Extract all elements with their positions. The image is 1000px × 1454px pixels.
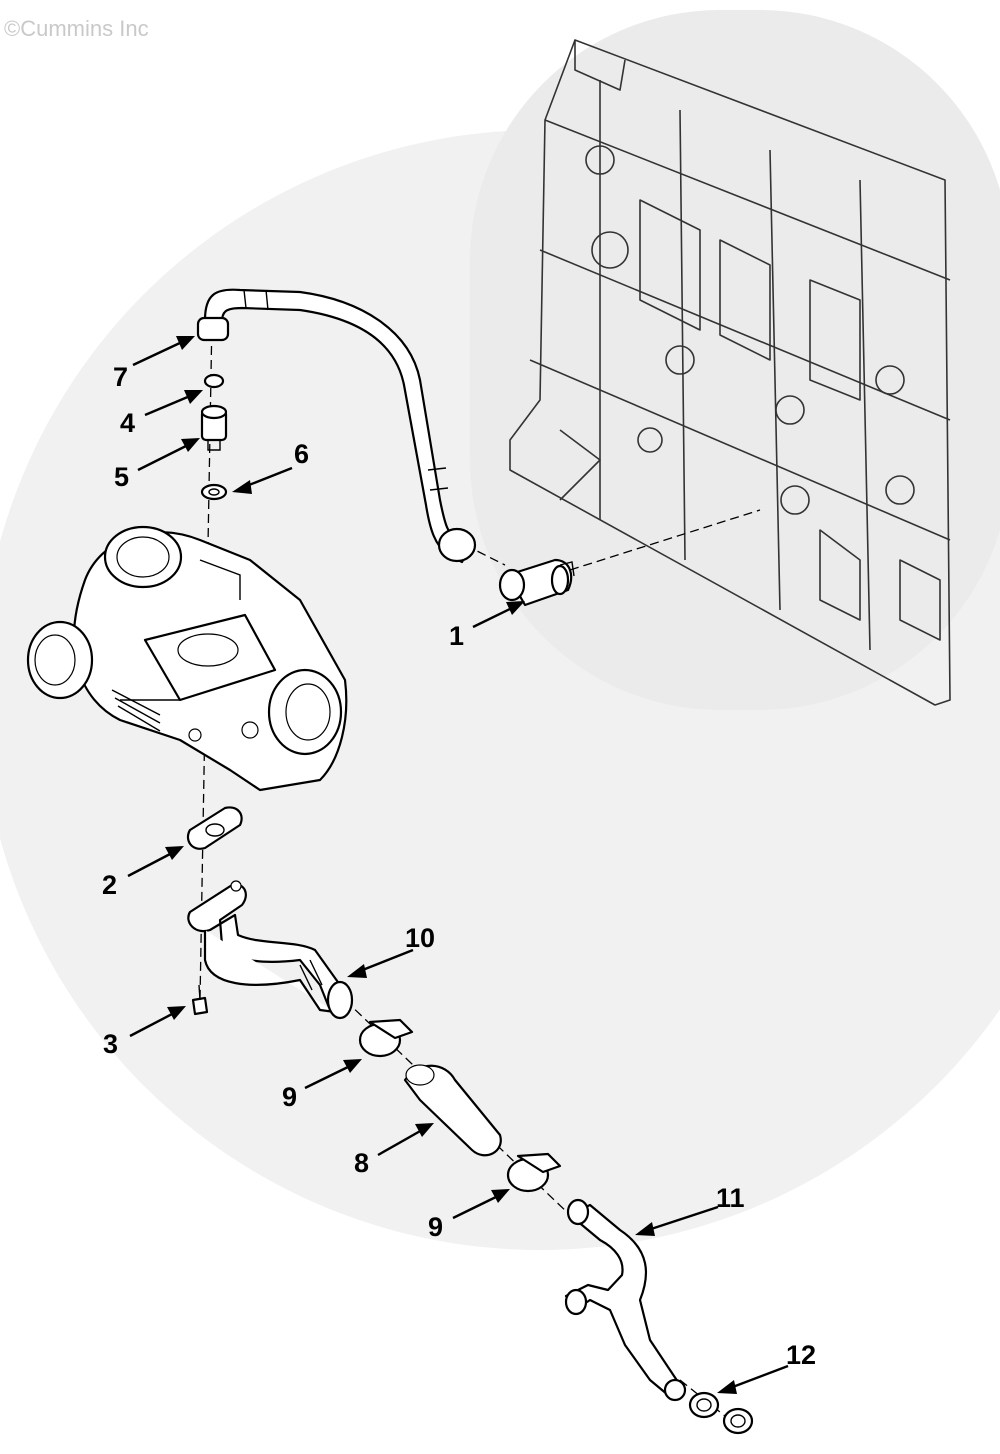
callout-9-upper: 9 (282, 1082, 298, 1112)
callout-11: 11 (716, 1183, 745, 1213)
callout-12: 12 (786, 1340, 817, 1370)
part-6-washer (200, 483, 228, 501)
part-12-seals (688, 1391, 754, 1435)
part-1-fitting (498, 558, 575, 607)
part-8-hose (403, 1064, 502, 1157)
part-5-adapter (200, 404, 228, 451)
engine-block (509, 39, 951, 706)
part-9-clamp-upper (358, 1018, 414, 1058)
callout-9-lower: 9 (428, 1212, 444, 1242)
callout-1: 1 (449, 621, 465, 651)
part-2-gasket (186, 806, 243, 850)
callout-3: 3 (103, 1029, 119, 1059)
part-3-bolt (191, 984, 209, 1016)
part-11-tube (564, 1198, 687, 1402)
callout-8: 8 (354, 1148, 370, 1178)
turbocharger (26, 525, 348, 792)
copyright-text: ©Cummins Inc (4, 16, 149, 41)
part-9-clamp-lower (506, 1152, 562, 1193)
part-4-o-ring (203, 373, 225, 389)
callout-4: 4 (120, 408, 136, 438)
centerline-block (569, 509, 761, 571)
callout-2: 2 (102, 870, 118, 900)
callout-5: 5 (114, 462, 130, 492)
callout-6: 6 (294, 439, 310, 469)
callout-10: 10 (405, 923, 436, 953)
part-10-drain-tube (187, 880, 354, 1020)
oil-supply-tube (196, 288, 477, 564)
leader-arrows (127, 336, 789, 1394)
callout-7: 7 (113, 362, 129, 392)
